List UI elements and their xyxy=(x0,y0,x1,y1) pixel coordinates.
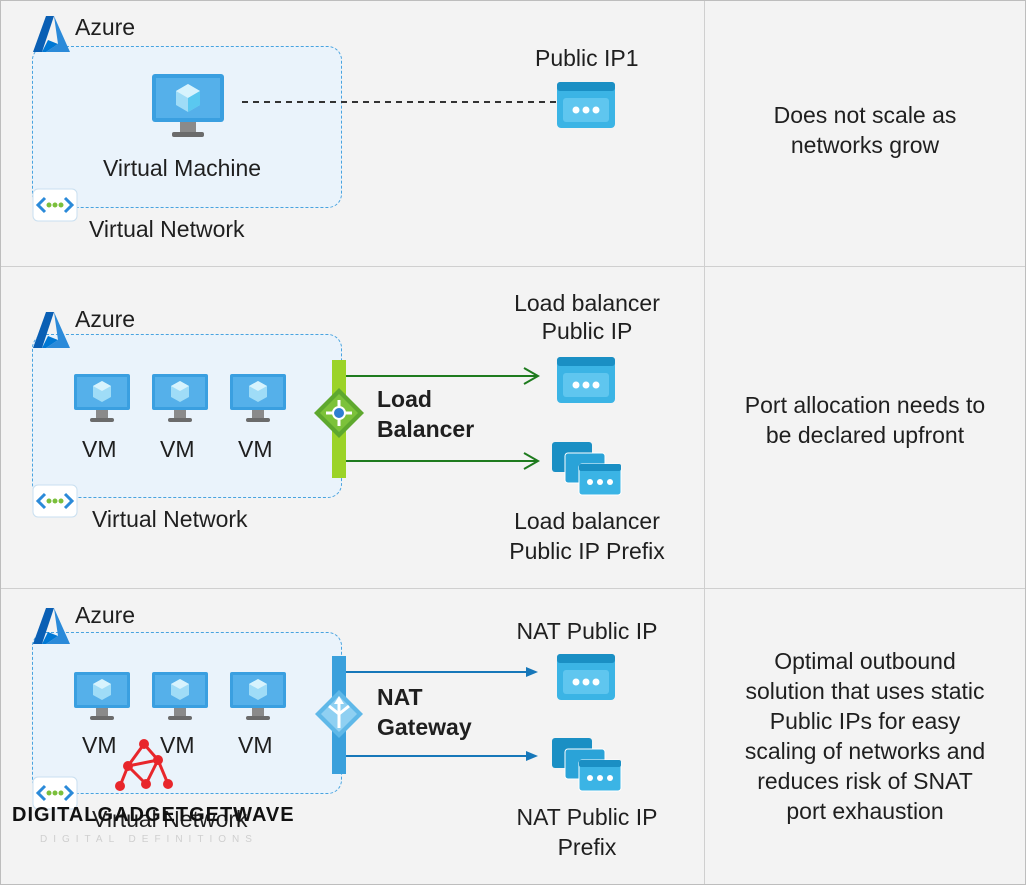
vm-label: VM xyxy=(82,732,117,758)
azure-logo-icon xyxy=(33,16,70,52)
vm-icon xyxy=(74,374,130,422)
virtual-network-icon xyxy=(32,776,78,810)
arrows xyxy=(346,367,541,470)
public-ip-prefix-icon xyxy=(552,442,622,496)
description-line: Optimal outbound xyxy=(774,648,956,674)
virtual-network-box xyxy=(32,334,342,498)
virtual-network-icon xyxy=(32,484,78,518)
load-balancer-icon xyxy=(314,360,364,478)
description-line: be declared upfront xyxy=(765,422,965,448)
watermark-tagline: DIGITAL DEFINITIONS xyxy=(40,834,258,845)
description-line: port exhaustion xyxy=(786,798,944,824)
vm-label: VM xyxy=(160,436,195,462)
nat-gateway-icon xyxy=(315,656,363,774)
description-text: Does not scale as networks grow xyxy=(773,102,957,158)
row-divider xyxy=(0,588,1026,589)
nat-prefix-label-line1: NAT Public IP xyxy=(516,804,658,830)
virtual-network-label: Virtual Network xyxy=(92,506,248,532)
nat-prefix-label-line2: Prefix xyxy=(557,834,617,860)
description-line: reduces risk of SNAT xyxy=(757,768,973,794)
public-ip-label: Public IP1 xyxy=(535,45,639,71)
vm-icon xyxy=(152,374,208,422)
virtual-machine-icon xyxy=(152,74,224,137)
lb-prefix-label-line2: Public IP Prefix xyxy=(509,538,665,564)
vm-icon xyxy=(230,672,286,720)
description-line: Public IPs for easy xyxy=(769,708,961,734)
vm-label: VM xyxy=(238,436,273,462)
arrows xyxy=(346,667,538,761)
dashed-connector xyxy=(242,101,556,103)
load-balancer-label-line2: Balancer xyxy=(377,416,475,442)
vm-icon xyxy=(152,672,208,720)
public-ip-icon xyxy=(557,654,615,700)
azure-logo-icon xyxy=(33,312,70,348)
lb-public-ip-label-line1: Load balancer xyxy=(514,290,660,316)
virtual-machine-label: Virtual Machine xyxy=(103,155,262,181)
vm-label: VM xyxy=(160,732,195,758)
virtual-network-box xyxy=(32,632,342,794)
load-balancer-label-line1: Load xyxy=(377,386,432,412)
virtual-network-label: Virtual Network xyxy=(89,216,245,242)
description-line: scaling of networks and xyxy=(744,738,986,764)
row-load-balancer: Azure VM VM VM xyxy=(0,266,1026,588)
lb-public-ip-label-line2: Public IP xyxy=(541,318,633,344)
description-line: Port allocation needs to xyxy=(744,392,986,418)
nat-gateway-label-line2: Gateway xyxy=(377,714,472,740)
row-description: Optimal outbound solution that uses stat… xyxy=(705,646,1025,826)
watermark-logo-icon xyxy=(115,739,173,791)
public-ip-icon xyxy=(557,82,615,128)
public-ip-prefix-icon xyxy=(552,738,622,792)
nat-public-ip-label: NAT Public IP xyxy=(516,618,658,644)
row-description: Does not scale as networks grow xyxy=(705,100,1025,160)
vm-label: VM xyxy=(238,732,273,758)
description-line: solution that uses static xyxy=(745,678,985,704)
virtual-network-label: Virtual Network xyxy=(92,806,248,832)
virtual-network-icon xyxy=(32,188,78,222)
azure-logo-icon xyxy=(33,608,70,644)
public-ip-icon xyxy=(557,357,615,403)
row-virtual-machine: Azure Virtual Machine Virtual Network Pu… xyxy=(0,0,1026,266)
row-divider xyxy=(0,266,1026,267)
vm-icon xyxy=(230,374,286,422)
nat-gateway-label-line1: NAT xyxy=(377,684,423,710)
azure-label: Azure xyxy=(75,14,136,40)
azure-label: Azure xyxy=(75,602,136,628)
azure-label: Azure xyxy=(75,306,136,332)
column-divider xyxy=(704,0,705,885)
vm-label: VM xyxy=(82,436,117,462)
row-nat-gateway: Azure VM VM VM xyxy=(0,588,1026,885)
row-description: Port allocation needs to be declared upf… xyxy=(705,390,1025,450)
lb-prefix-label-line1: Load balancer xyxy=(514,508,660,534)
vm-icon xyxy=(74,672,130,720)
watermark-brand: DIGITALGADGETGETWAVE xyxy=(12,804,295,826)
